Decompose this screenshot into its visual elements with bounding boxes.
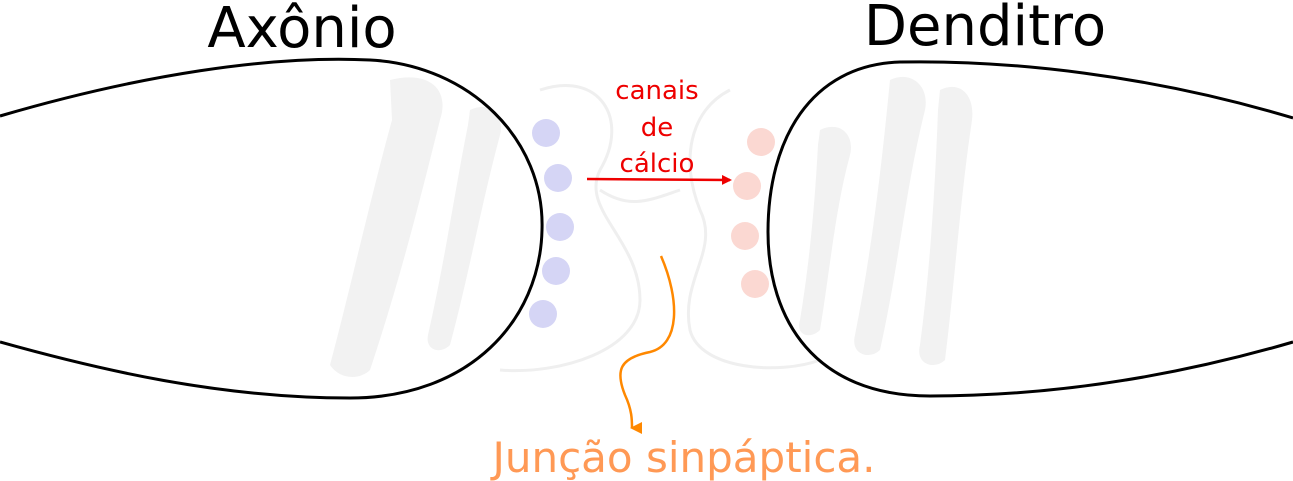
channels-label-line1: canais bbox=[615, 76, 698, 106]
axon-label: Axônio bbox=[207, 0, 396, 61]
channels-label-line2: de bbox=[641, 113, 674, 143]
channels-label-line3: cálcio bbox=[620, 149, 695, 179]
junction-label: Junção sinpáptica. bbox=[489, 433, 875, 481]
vesicle bbox=[544, 164, 572, 192]
dendrite-outline bbox=[766, 60, 1293, 398]
axon-vesicles bbox=[529, 119, 574, 328]
receptor bbox=[731, 222, 759, 250]
background-sketch bbox=[330, 76, 973, 377]
vesicle bbox=[542, 257, 570, 285]
background-sketch-outline bbox=[499, 84, 821, 373]
vesicle bbox=[529, 300, 557, 328]
vesicle bbox=[546, 213, 574, 241]
vesicle bbox=[532, 119, 560, 147]
receptor bbox=[733, 172, 761, 200]
axon-outline bbox=[0, 57, 544, 400]
junction-arrow bbox=[619, 255, 676, 434]
dendrite-label: Denditro bbox=[864, 0, 1106, 59]
channels-arrow bbox=[586, 174, 732, 185]
dendrite-receptors bbox=[731, 128, 775, 298]
receptor bbox=[741, 270, 769, 298]
receptor bbox=[747, 128, 775, 156]
